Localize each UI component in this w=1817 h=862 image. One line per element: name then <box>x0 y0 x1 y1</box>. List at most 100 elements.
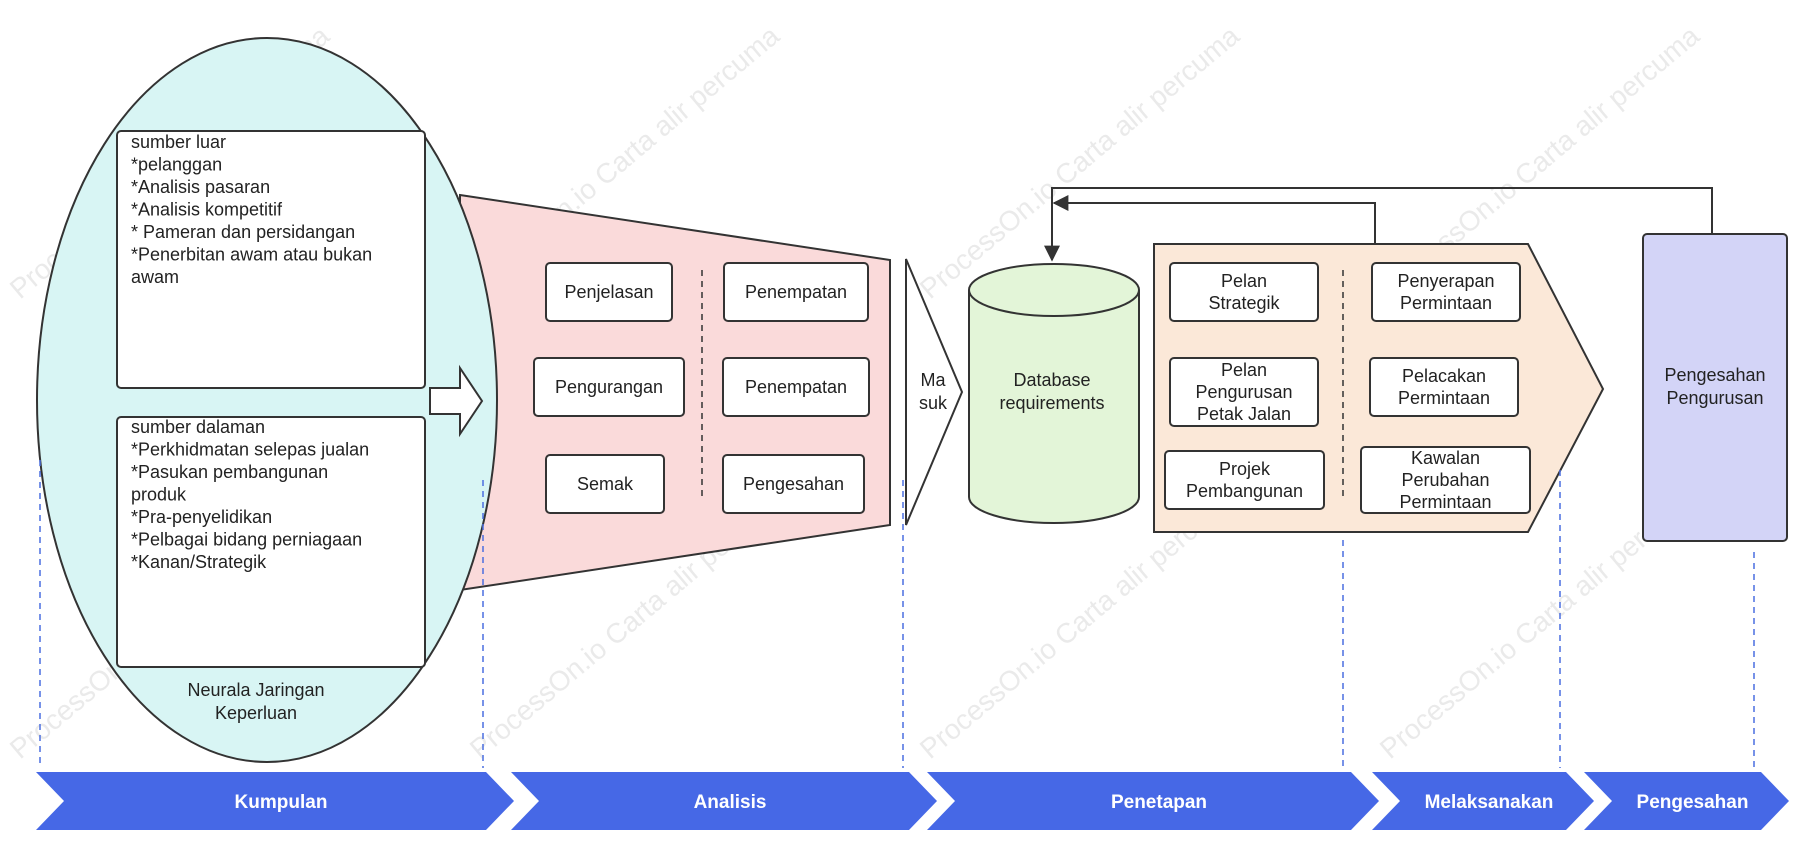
text-line: Penyerapan <box>1397 271 1494 291</box>
text-line: Pelan <box>1221 271 1267 291</box>
analysis-item-frame <box>545 262 673 322</box>
text-line: Ma <box>920 370 946 390</box>
text-line: requirements <box>999 393 1104 413</box>
analysis-item-label: Semak <box>577 474 634 494</box>
text-line: Pembangunan <box>1186 481 1303 501</box>
text-line: Perubahan <box>1401 470 1489 490</box>
analysis-item: Penjelasan <box>545 262 673 322</box>
text-line: sumber dalaman <box>131 417 265 437</box>
text-line: *Analisis kompetitif <box>131 200 283 220</box>
phase-chevron <box>36 772 514 830</box>
analysis-item-frame <box>545 454 665 514</box>
text-line: Pengesahan <box>743 474 844 494</box>
text-line: Projek <box>1219 459 1271 479</box>
phase-chevron <box>1372 772 1594 830</box>
text-line: Penjelasan <box>564 282 653 302</box>
analysis-item: Penempatan <box>722 357 870 417</box>
text-line: *Analisis pasaran <box>131 177 270 197</box>
entry-label: Ma suk <box>919 370 948 413</box>
analysis-item: Penempatan <box>723 262 869 322</box>
definition-item-frame <box>1164 450 1325 510</box>
text-line: *Perkhidmatan selepas jualan <box>131 440 369 460</box>
text-line: *pelanggan <box>131 155 222 175</box>
text-line: suk <box>919 393 948 413</box>
internal-sources-box <box>116 416 426 668</box>
text-line: Petak Jalan <box>1197 404 1291 424</box>
text-line: Pengurangan <box>555 377 663 397</box>
definition-item-frame <box>1369 357 1519 417</box>
phase-label: Melaksanakan <box>1425 792 1554 813</box>
text-line: Database <box>1013 370 1090 390</box>
text-line: * Pameran dan persidangan <box>131 222 355 242</box>
feedback-connector-approval <box>1044 187 1713 262</box>
text-line: Permintaan <box>1400 293 1492 313</box>
analysis-item: Semak <box>545 454 665 514</box>
feedback-connector-definition <box>1052 195 1376 244</box>
text-line: Semak <box>577 474 634 494</box>
text-line: Pengurusan <box>1666 388 1763 408</box>
external-sources-box <box>116 130 426 389</box>
text-line: *Kanan/Strategik <box>131 552 267 572</box>
analysis-item: Pengesahan <box>722 454 865 514</box>
text-line: *Pelbagai bidang perniagaan <box>131 530 362 550</box>
right-block-arrow-icon <box>429 364 484 438</box>
analysis-item: Pengurangan <box>533 357 685 417</box>
text-line: Strategik <box>1208 293 1280 313</box>
phase-chevron <box>1584 772 1789 830</box>
analysis-item-frame <box>722 357 870 417</box>
text-line: Permintaan <box>1398 388 1490 408</box>
analysis-item-label: Penempatan <box>745 282 847 302</box>
internal-sources-text: sumber dalaman *Perkhidmatan selepas jual… <box>131 417 369 572</box>
text-line: *Penerbitan awam atau bukan <box>131 245 372 265</box>
phase-chevron <box>927 772 1379 830</box>
text-line: awam <box>131 267 179 287</box>
definition-item-frame <box>1169 262 1319 322</box>
text-line: Permintaan <box>1399 492 1491 512</box>
text-line: Pelan <box>1221 360 1267 380</box>
text-line: *Pasukan pembangunan <box>131 462 328 482</box>
analysis-item-label: Penempatan <box>745 377 847 397</box>
analysis-item-label: Penjelasan <box>564 282 653 302</box>
text-line: *Pra-penyelidikan <box>131 507 272 527</box>
approval-box <box>1642 233 1788 542</box>
definition-item-frame <box>1169 357 1319 427</box>
text-line: sumber luar <box>131 132 226 152</box>
text-line: Neurala Jaringan <box>187 680 324 700</box>
database-cylinder <box>968 263 1140 524</box>
text-line: Kawalan <box>1411 448 1480 468</box>
analysis-item-frame <box>533 357 685 417</box>
text-line: produk <box>131 485 187 505</box>
analysis-item-label: Pengesahan <box>743 474 844 494</box>
text-line: Penempatan <box>745 377 847 397</box>
text-line: Pengesahan <box>1664 365 1765 385</box>
definition-item-frame <box>1371 262 1521 322</box>
phase-label: Pengesahan <box>1637 792 1749 813</box>
text-line: Keperluan <box>215 703 297 723</box>
text-line: Pengurusan <box>1195 382 1292 402</box>
text-line: Pelacakan <box>1402 366 1486 386</box>
phase-bar: Kumpulan Analisis Penetapan Melaksanakan Pen… <box>36 772 1789 830</box>
database-label: Database requirements <box>999 370 1104 413</box>
phase-label: Analisis <box>694 792 767 813</box>
text-line: Penempatan <box>745 282 847 302</box>
phase-label: Penetapan <box>1111 792 1207 813</box>
phase-label: Kumpulan <box>235 792 328 813</box>
analysis-item-frame <box>722 454 865 514</box>
definition-item-frame <box>1360 446 1531 514</box>
analysis-item-frame <box>723 262 869 322</box>
